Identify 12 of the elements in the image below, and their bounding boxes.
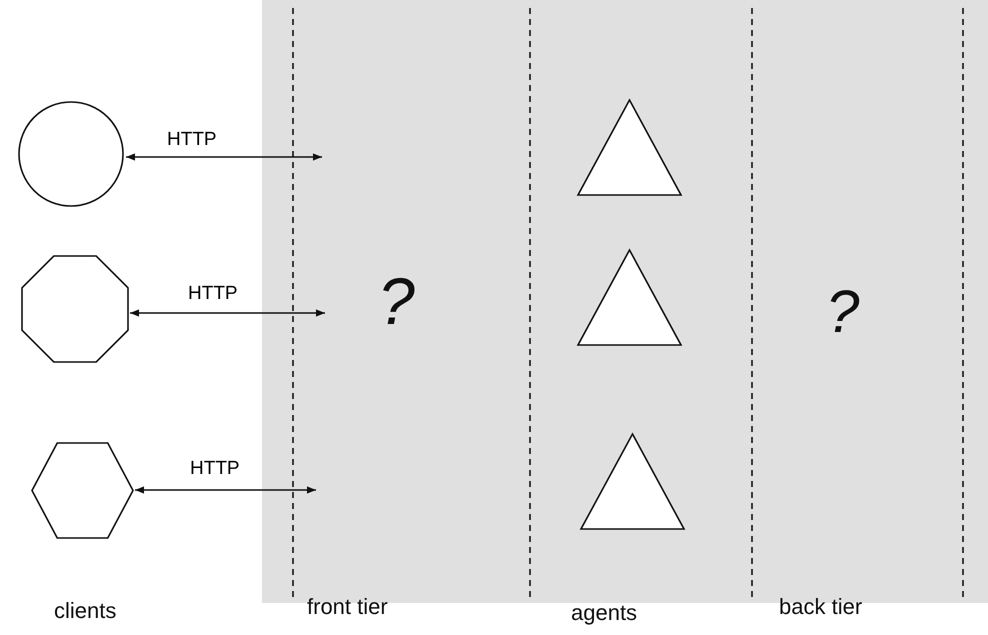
triangle-shape: [578, 100, 681, 195]
column-label: back tier: [779, 596, 862, 618]
triangle-shape: [581, 434, 684, 529]
question-mark: ?: [826, 282, 860, 342]
column-label: agents: [571, 602, 638, 624]
circle-shape: [18, 101, 124, 207]
octagon-shape: [22, 256, 128, 362]
question-mark: ?: [378, 268, 415, 334]
triangle-shape: [578, 250, 681, 345]
column-label: clients: [54, 600, 116, 622]
hexagon-shape: [32, 443, 133, 538]
column-label: front tier: [307, 596, 388, 618]
